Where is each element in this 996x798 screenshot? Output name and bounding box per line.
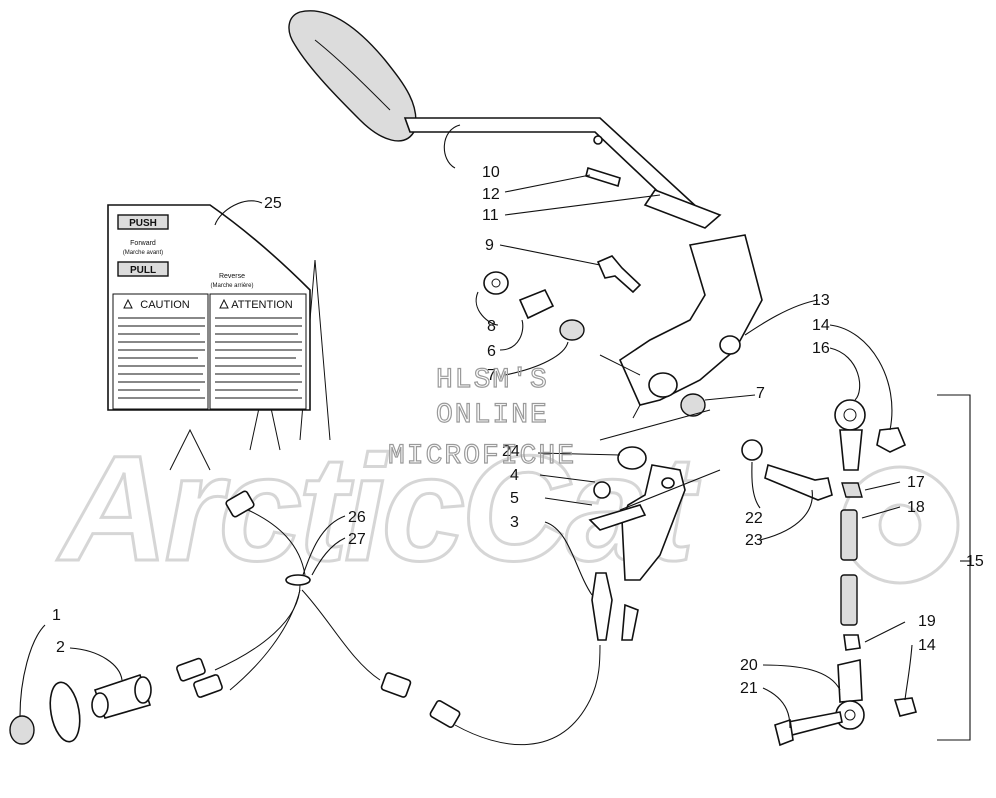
callout-8: 8 bbox=[487, 318, 496, 335]
callout-5: 5 bbox=[510, 490, 519, 507]
reverse-label: Reverse bbox=[219, 273, 245, 280]
callout-16: 16 bbox=[812, 340, 830, 357]
callout-14-bottom: 14 bbox=[918, 637, 936, 654]
callout-12: 12 bbox=[482, 186, 500, 203]
callout-10: 10 bbox=[482, 164, 500, 181]
callout-labels: 1 2 3 4 5 6 7 7 8 9 10 11 12 13 14 14 15… bbox=[52, 164, 984, 697]
callout-24: 24 bbox=[502, 443, 520, 460]
svg-text:ArcticCat: ArcticCat bbox=[56, 424, 701, 592]
hlsm-watermark: HLSM'S ONLINE MICROFICHE bbox=[387, 364, 576, 472]
callout-23: 23 bbox=[745, 532, 763, 549]
caution-decal: PUSH Forward (Marche avant) PULL Reverse… bbox=[107, 204, 311, 411]
watermark-line-2: ONLINE bbox=[436, 400, 549, 431]
callout-13: 13 bbox=[812, 292, 830, 309]
callout-25: 25 bbox=[264, 195, 282, 212]
callout-14-top: 14 bbox=[812, 317, 830, 334]
shift-bracket bbox=[599, 234, 763, 419]
callout-21: 21 bbox=[740, 680, 758, 697]
linkage-rod-assembly bbox=[774, 399, 917, 747]
callout-3: 3 bbox=[510, 514, 519, 531]
caution-heading: CAUTION bbox=[140, 299, 190, 311]
watermark-line-3: MICROFICHE bbox=[388, 441, 576, 472]
pivot-bolt bbox=[585, 135, 621, 188]
callout-7-left: 7 bbox=[487, 367, 496, 384]
callout-17: 17 bbox=[907, 474, 925, 491]
bolt-and-lockwasher bbox=[741, 439, 833, 501]
pull-label: PULL bbox=[130, 265, 156, 276]
callout-27: 27 bbox=[348, 531, 366, 548]
callout-1: 1 bbox=[52, 607, 61, 624]
leader-lines bbox=[19, 124, 971, 741]
reverse-switch bbox=[9, 673, 152, 745]
mount-bolt bbox=[596, 255, 642, 294]
forward-fr-label: (Marche avant) bbox=[123, 250, 163, 256]
background-logo-watermark: ArcticCat bbox=[55, 259, 960, 594]
push-label: PUSH bbox=[129, 218, 157, 229]
callout-7-right: 7 bbox=[756, 385, 765, 402]
reverse-fr-label: (Marche arrière) bbox=[210, 283, 253, 289]
callout-6: 6 bbox=[487, 343, 496, 360]
shift-lever-handle bbox=[288, 10, 722, 229]
attention-heading: ATTENTION bbox=[231, 299, 293, 311]
callout-18: 18 bbox=[907, 499, 925, 516]
callout-19: 19 bbox=[918, 613, 936, 630]
bushing-parts bbox=[483, 271, 706, 470]
wire-harness bbox=[176, 490, 412, 698]
watermark-line-1: HLSM'S bbox=[436, 365, 549, 396]
callout-4: 4 bbox=[510, 467, 519, 484]
callout-22: 22 bbox=[745, 510, 763, 527]
switch-bracket bbox=[588, 464, 686, 641]
callout-11: 11 bbox=[482, 207, 499, 224]
callout-2: 2 bbox=[56, 639, 65, 656]
callout-15: 15 bbox=[966, 553, 984, 570]
callout-9: 9 bbox=[485, 237, 494, 254]
callout-20: 20 bbox=[740, 657, 758, 674]
callout-26: 26 bbox=[348, 509, 366, 526]
forward-label: Forward bbox=[130, 240, 156, 247]
switch-cable bbox=[429, 644, 601, 746]
